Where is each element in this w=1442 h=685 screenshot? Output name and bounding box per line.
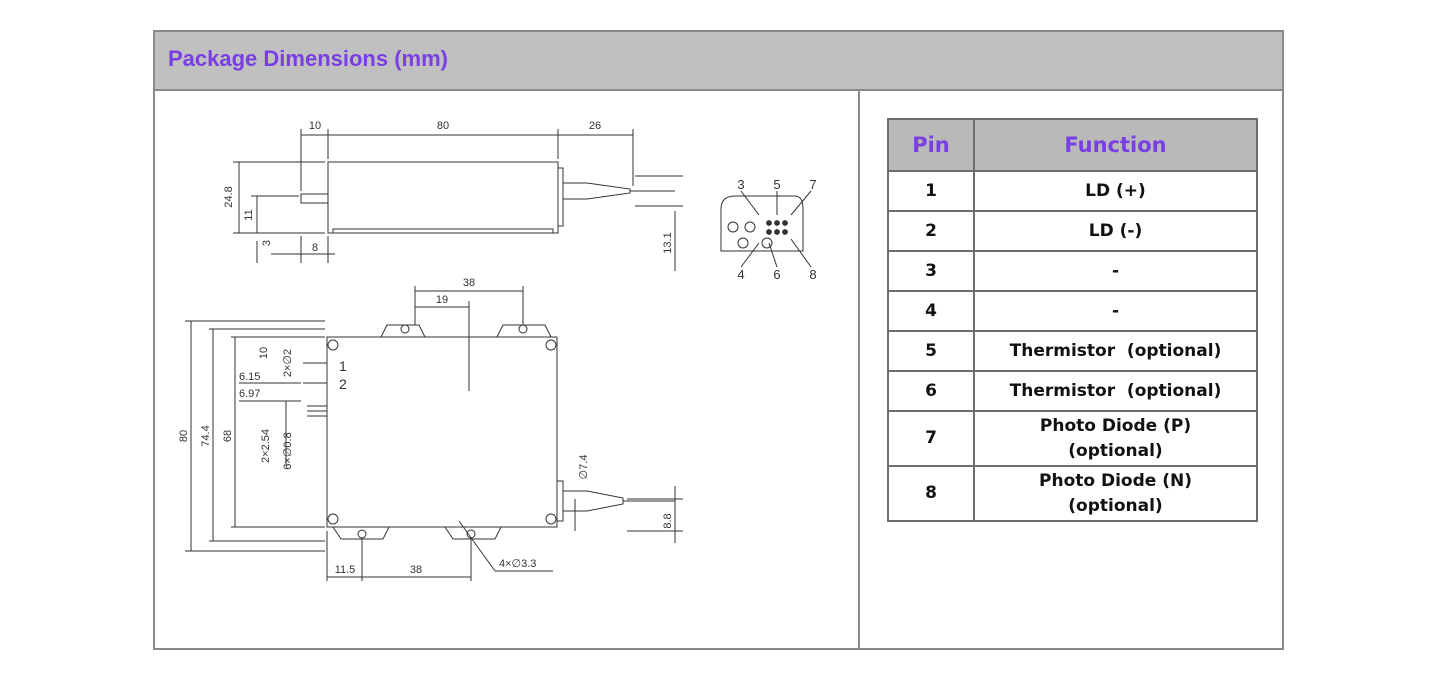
pin-number: 8 xyxy=(887,465,975,522)
dim-side-8: 8 xyxy=(312,242,318,254)
pin-function: - xyxy=(973,250,1258,292)
pin-function-table: Pin Function 1 LD (+) 2 LD (-) 3 - 4 - 5 xyxy=(887,118,1258,522)
dim-top-80: 80 xyxy=(178,430,190,442)
dimension-drawing: 10 80 26 24.8 11 3 8 13.1 3 5 7 4 6 8 38… xyxy=(155,91,858,648)
pin-function: LD (+) xyxy=(973,170,1258,212)
dim-top-19: 19 xyxy=(436,294,448,306)
pin-function: - xyxy=(973,290,1258,332)
pin-function-line2: (optional) xyxy=(1068,495,1163,516)
dim-top-68: 68 xyxy=(222,430,234,442)
dim-top-6-97: 6.97 xyxy=(239,388,260,400)
table-row: 4 - xyxy=(887,290,1258,332)
table-row: 1 LD (+) xyxy=(887,170,1258,212)
dim-top-8-8: 8.8 xyxy=(662,513,674,528)
dim-top-2x2-54: 2×2.54 xyxy=(260,429,272,463)
table-header-row: Pin Function xyxy=(887,118,1258,172)
end-view xyxy=(720,190,812,268)
panel-divider xyxy=(858,91,860,648)
end-pin-6: 6 xyxy=(773,267,780,282)
pin-number: 5 xyxy=(887,330,975,372)
table-row: 3 - xyxy=(887,250,1258,292)
dim-top-d7-4: ∅7.4 xyxy=(578,455,590,480)
dim-top-38: 38 xyxy=(463,277,475,289)
pin-function-line1: Photo Diode (N) xyxy=(1039,470,1192,491)
pin-function: Thermistor (optional) xyxy=(973,370,1258,412)
table-row: 7 Photo Diode (P) (optional) xyxy=(887,410,1258,467)
pin-function: Photo Diode (P) (optional) xyxy=(973,410,1258,467)
dim-top-hole: 4×∅3.3 xyxy=(499,558,536,570)
top-view xyxy=(185,286,683,581)
table-row: 6 Thermistor (optional) xyxy=(887,370,1258,412)
side-view xyxy=(233,129,683,271)
dim-side-13-1: 13.1 xyxy=(662,232,674,253)
column-header-function: Function xyxy=(973,118,1258,172)
dim-top-11-5: 11.5 xyxy=(335,564,356,576)
pin-function-line2: (optional) xyxy=(1068,440,1163,461)
pin-number: 2 xyxy=(887,210,975,252)
end-pin-8: 8 xyxy=(809,267,816,282)
dim-side-26: 26 xyxy=(589,120,601,132)
end-pin-7: 7 xyxy=(809,177,816,192)
pin-number: 4 xyxy=(887,290,975,332)
dim-top-6-15: 6.15 xyxy=(239,371,260,383)
end-pin-4: 4 xyxy=(737,267,744,282)
pin-number: 3 xyxy=(887,250,975,292)
pin-function-line1: Photo Diode (P) xyxy=(1039,415,1192,436)
pin-function: LD (-) xyxy=(973,210,1258,252)
table-row: 8 Photo Diode (N) (optional) xyxy=(887,465,1258,522)
dim-side-24-8: 24.8 xyxy=(223,186,235,207)
dim-top-6xd0-8: 6×∅0.8 xyxy=(282,432,294,469)
panel-title: Package Dimensions (mm) xyxy=(168,46,448,71)
dim-top-38-bottom: 38 xyxy=(410,564,422,576)
dim-top-10: 10 xyxy=(258,347,270,359)
pin-function: Thermistor (optional) xyxy=(973,330,1258,372)
table-row: 5 Thermistor (optional) xyxy=(887,330,1258,372)
pin-function: Photo Diode (N) (optional) xyxy=(973,465,1258,522)
column-header-pin: Pin xyxy=(887,118,975,172)
top-pin-1: 1 xyxy=(339,358,347,374)
dim-top-74-4: 74.4 xyxy=(200,425,212,446)
pin-number: 7 xyxy=(887,410,975,467)
top-pin-2: 2 xyxy=(339,376,347,392)
dim-top-2xd2: 2×∅2 xyxy=(282,349,294,377)
end-pin-5: 5 xyxy=(773,177,780,192)
table-row: 2 LD (-) xyxy=(887,210,1258,252)
dim-side-11: 11 xyxy=(243,209,255,220)
dimension-drawing-svg: 10 80 26 24.8 11 3 8 13.1 3 5 7 4 6 8 38… xyxy=(178,120,817,581)
dim-side-10: 10 xyxy=(309,120,321,132)
dim-side-3: 3 xyxy=(261,240,273,246)
pin-number: 6 xyxy=(887,370,975,412)
end-pin-3: 3 xyxy=(737,177,744,192)
dim-side-80: 80 xyxy=(437,120,449,132)
panel-header: Package Dimensions (mm) xyxy=(155,32,1282,91)
pin-number: 1 xyxy=(887,170,975,212)
package-dimensions-panel: Package Dimensions (mm) xyxy=(153,30,1284,650)
